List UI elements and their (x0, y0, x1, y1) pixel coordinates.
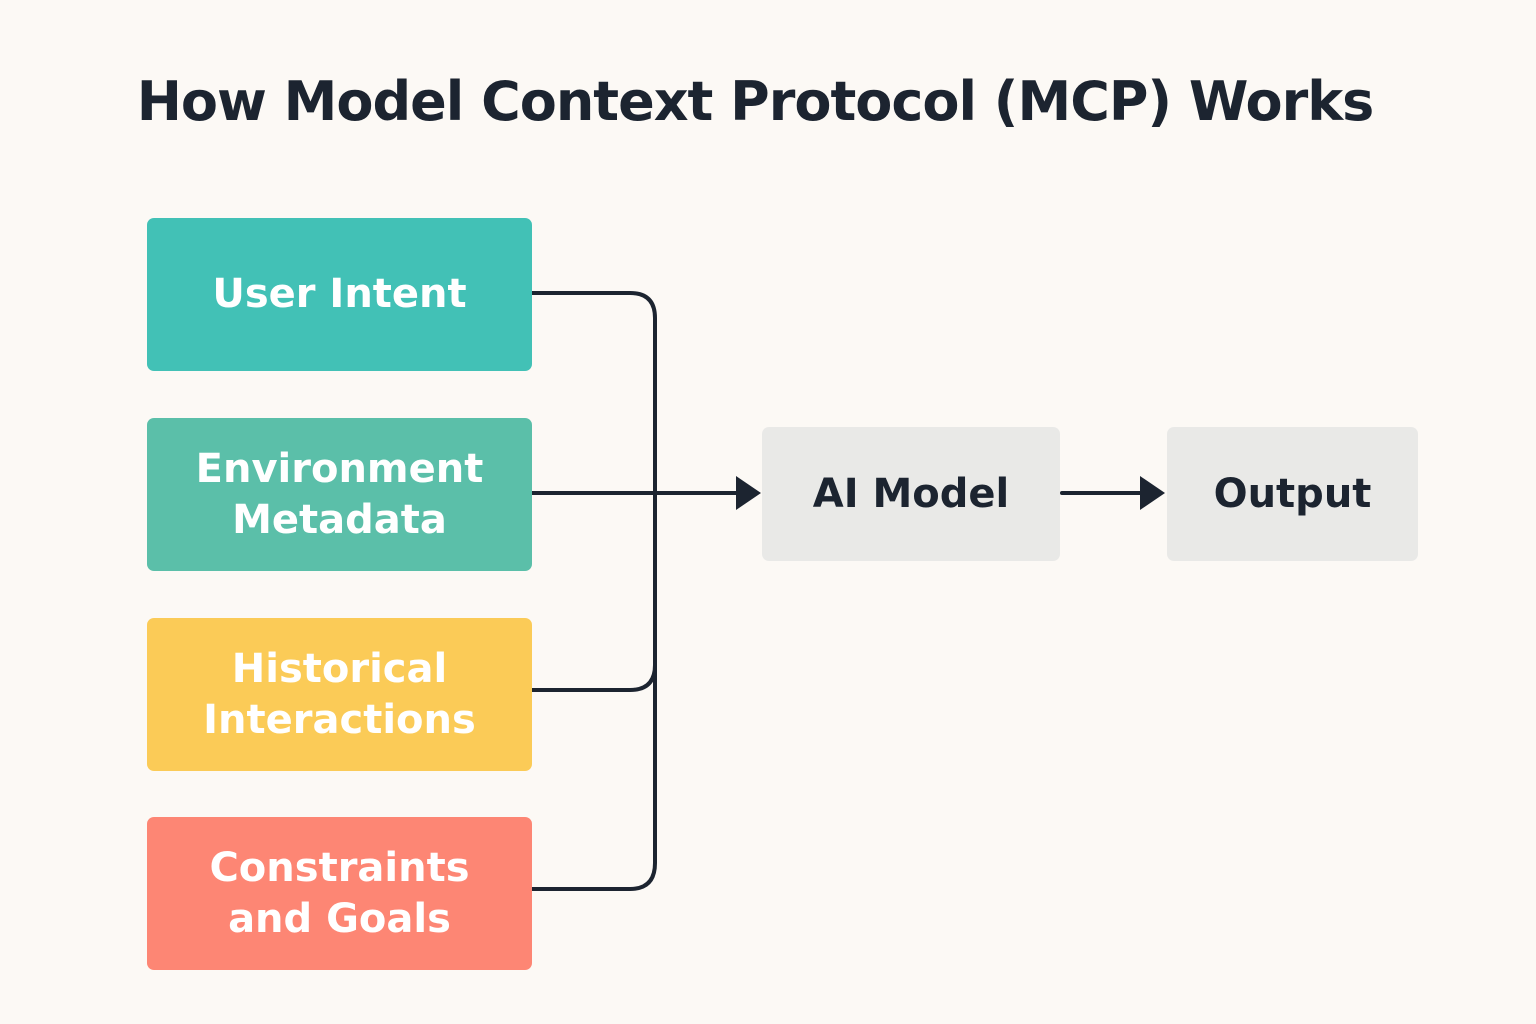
output-box: Output (1167, 427, 1418, 561)
ai-model-box: AI Model (762, 427, 1060, 561)
arrowhead-to-model (736, 476, 761, 510)
diagram-title: How Model Context Protocol (MCP) Works (136, 70, 1375, 133)
input-box-environment-metadata: Environment Metadata (147, 418, 532, 571)
input-label-constraints-and-goals: Constraints and Goals (209, 844, 470, 942)
input-label-historical-interactions: Historical Interactions (203, 645, 476, 743)
arrowhead-to-output (1140, 476, 1165, 510)
input-box-constraints-and-goals: Constraints and Goals (147, 817, 532, 970)
connector-historical (530, 663, 657, 692)
ai-model-label: AI Model (812, 470, 1010, 517)
connector-user-intent (530, 291, 657, 891)
input-box-user-intent: User Intent (147, 218, 532, 371)
input-label-environment-metadata: Environment Metadata (195, 445, 484, 543)
input-box-historical-interactions: Historical Interactions (147, 618, 532, 771)
input-label-user-intent: User Intent (212, 271, 467, 317)
output-label: Output (1213, 470, 1372, 517)
